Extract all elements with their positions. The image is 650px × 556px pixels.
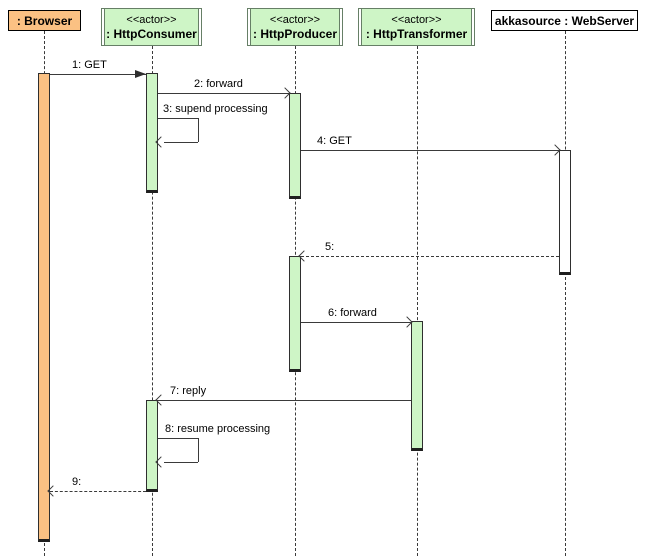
participant-webserver-label: akkasource : WebServer [494,13,635,28]
lifeline-webserver [565,31,566,556]
message-3-line-back [164,142,198,143]
message-8-line-down [198,438,199,462]
activation-webserver [559,150,571,275]
message-3-line-down [198,118,199,142]
lifeline-httptransformer [417,46,418,556]
message-6-line [301,322,411,323]
message-8-label: 8: resume processing [165,423,271,435]
participant-httpconsumer-label: : HttpConsumer [106,26,197,41]
message-5-line [301,256,559,257]
participant-httpconsumer-stereotype: <<actor>> [126,13,177,26]
message-4-line [301,150,559,151]
participant-browser-label: : Browser [16,13,73,28]
message-8-line-out [158,438,198,439]
activation-browser [38,73,50,542]
message-4-label: 4: GET [317,135,352,147]
message-6-label: 6: forward [328,307,377,319]
message-2-label: 2: forward [194,78,243,90]
message-9-label: 9: [72,476,82,488]
message-5-label: 5: [325,241,335,253]
participant-httpproducer: <<actor>> : HttpProducer [247,8,343,46]
message-1-label: 1: GET [72,59,107,71]
message-1-line [50,74,146,75]
message-1-arrowhead-icon [135,70,146,78]
participant-browser: : Browser [8,10,81,31]
message-3-line-out [158,118,198,119]
activation-httpproducer-1 [289,93,301,199]
message-2-line [158,93,289,94]
activation-httpconsumer-2 [146,400,158,492]
participant-httpconsumer: <<actor>> : HttpConsumer [101,8,202,46]
activation-httpconsumer-1 [146,73,158,193]
participant-httptransformer: <<actor>> : HttpTransformer [358,8,475,46]
activation-httpproducer-2 [289,256,301,372]
message-7-line [158,400,411,401]
message-9-line [50,491,146,492]
message-3-label: 3: supend processing [163,103,268,115]
participant-httpproducer-label: : HttpProducer [253,26,337,41]
message-8-line-back [164,462,198,463]
participant-httptransformer-stereotype: <<actor>> [391,13,442,26]
participant-webserver: akkasource : WebServer [491,10,638,31]
participant-httptransformer-label: : HttpTransformer [365,26,468,41]
message-7-label: 7: reply [170,385,207,397]
participant-httpproducer-stereotype: <<actor>> [269,13,321,26]
activation-httptransformer [411,321,423,451]
lifeline-httpconsumer [152,46,153,556]
